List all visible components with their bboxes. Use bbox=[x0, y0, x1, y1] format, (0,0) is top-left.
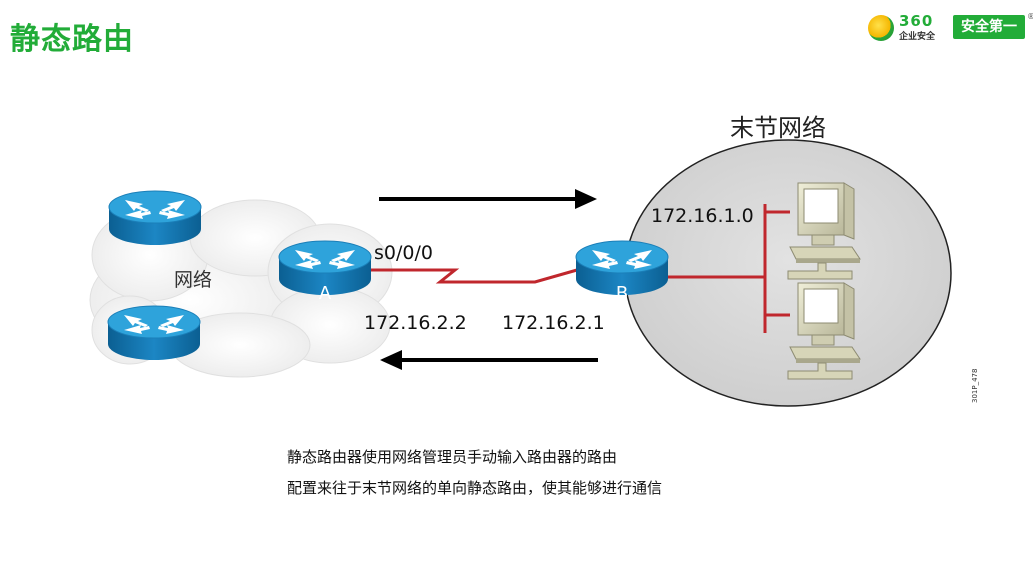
router-b-label: B bbox=[616, 283, 628, 304]
caption-line-1: 静态路由器使用网络管理员手动输入路由器的路由 bbox=[287, 448, 618, 466]
cloud-label: 网络 bbox=[174, 269, 212, 291]
router-b-ip-label: 172.16.2.1 bbox=[502, 312, 605, 334]
cloud-router-bottom-icon bbox=[107, 305, 201, 361]
lan-links bbox=[667, 204, 790, 333]
caption-line-2: 配置来往于末节网络的单向静态路由，使其能够进行通信 bbox=[287, 479, 663, 497]
stub-network-label: 末节网络 bbox=[730, 114, 826, 142]
brand-logo: 360 企业安全 安全第一 ® bbox=[864, 12, 1033, 44]
router-a-ip-label: 172.16.2.2 bbox=[364, 312, 467, 334]
logo-registered-mark: ® bbox=[1027, 12, 1033, 21]
figure-id: 301P_478 bbox=[971, 369, 979, 403]
router-a-label: A bbox=[319, 283, 332, 304]
interface-label: s0/0/0 bbox=[374, 242, 433, 264]
logo-number: 360 bbox=[899, 12, 934, 30]
cloud-router-top-icon bbox=[108, 190, 202, 246]
page-title: 静态路由 bbox=[10, 22, 134, 57]
logo-badge: 安全第一 bbox=[953, 15, 1025, 39]
serial-link bbox=[370, 268, 578, 284]
lan-network-label: 172.16.1.0 bbox=[651, 205, 754, 227]
logo-mark-icon bbox=[868, 15, 894, 41]
logo-subtitle: 企业安全 bbox=[899, 32, 936, 42]
arrow-left-icon bbox=[380, 350, 598, 370]
arrow-right-icon bbox=[379, 189, 597, 209]
